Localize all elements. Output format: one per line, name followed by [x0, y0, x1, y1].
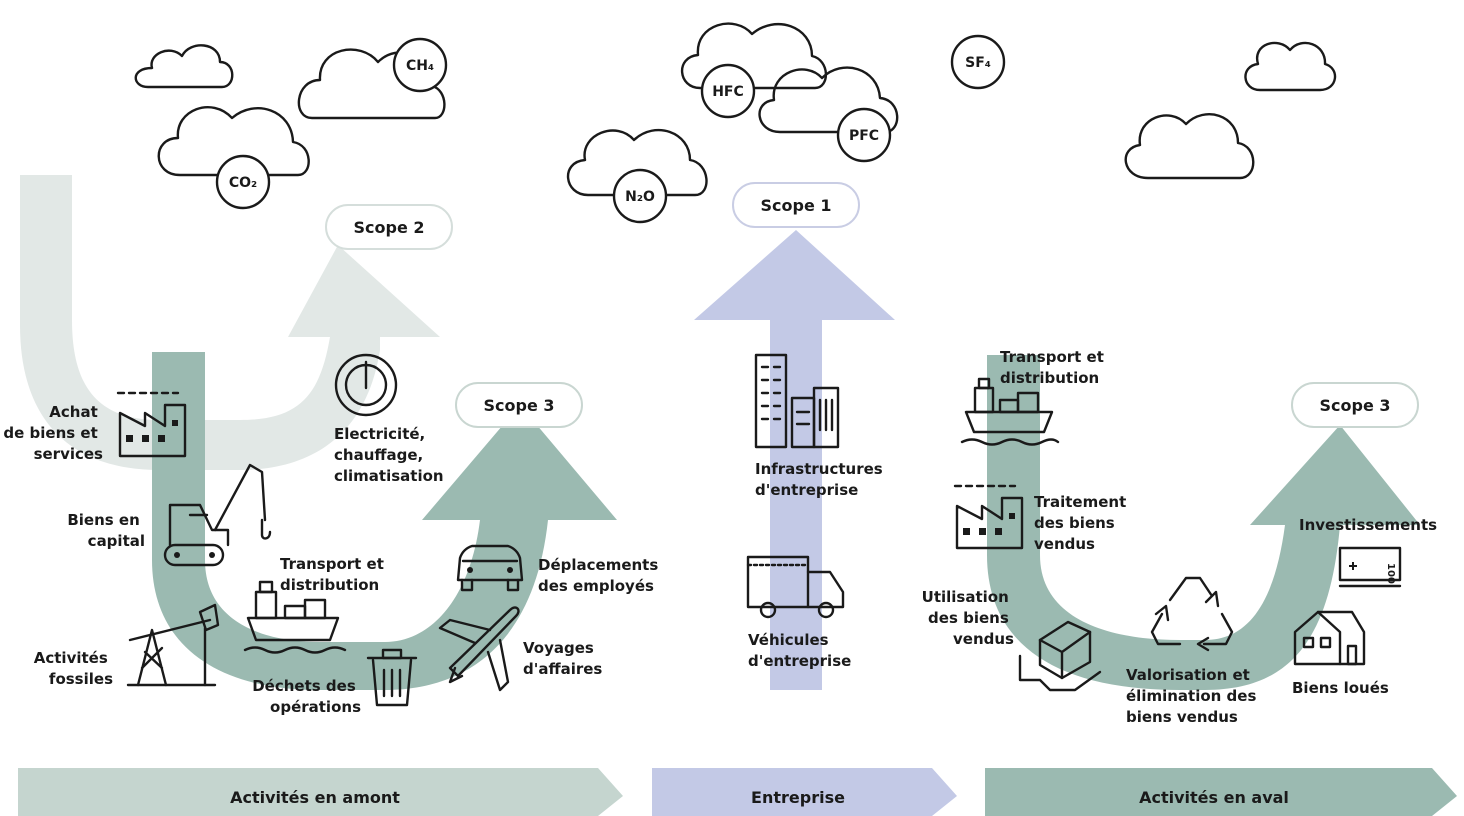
house-icon — [1293, 610, 1366, 666]
excavator-icon — [163, 463, 272, 567]
gas-ch4-bubble: CH₄ — [392, 37, 448, 93]
scope1-arrow — [694, 230, 895, 690]
label-end-of-life: Valorisation et élimination des biens ve… — [1126, 666, 1262, 726]
scope3-downstream-pill: Scope 3 — [1291, 382, 1419, 428]
ship-icon — [960, 377, 1060, 446]
label-purchases: Achat de biens et services — [3, 403, 103, 463]
gas-co2-bubble: CO₂ — [215, 154, 271, 210]
cloud-icon — [566, 129, 708, 197]
factory-icon — [953, 484, 1024, 550]
cloud-icon — [758, 66, 899, 134]
scope2-arrow — [20, 175, 440, 470]
gas-hfc-label: HFC — [712, 84, 744, 100]
gas-pfc-label: PFC — [849, 128, 879, 144]
recycle-icon — [1150, 576, 1234, 652]
gas-ch4-label: CH₄ — [406, 58, 434, 74]
label-leased: Biens loués — [1292, 679, 1389, 697]
gas-sf4-label: SF₄ — [965, 55, 991, 71]
scope1-label: Scope 1 — [760, 196, 831, 215]
cloud-icon — [297, 48, 446, 120]
label-energy: Electricité, chauffage, climatisation — [334, 425, 444, 485]
buildings-icon — [754, 353, 840, 449]
gas-n2o-bubble: N₂O — [612, 168, 668, 224]
label-processing: Traitement des biens vendus — [1034, 493, 1131, 553]
cloud-icon — [680, 22, 828, 90]
box-in-hand-icon — [1018, 620, 1102, 692]
scope3-upstream-label: Scope 3 — [483, 396, 554, 415]
scope3-downstream-label: Scope 3 — [1319, 396, 1390, 415]
band-downstream-label: Activités en aval — [1139, 788, 1289, 807]
gas-co2-label: CO₂ — [229, 175, 257, 191]
money-icon: 100 — [1338, 546, 1402, 588]
band-company-label: Entreprise — [751, 788, 845, 807]
label-business-travel: Voyages d'affaires — [523, 639, 602, 678]
label-waste: Déchets des opérations — [252, 677, 361, 716]
band-company: Entreprise — [652, 768, 957, 816]
gas-hfc-bubble: HFC — [700, 63, 756, 119]
label-use: Utilisation des biens vendus — [922, 588, 1014, 648]
scope3-upstream-arrow — [152, 352, 617, 690]
oil-pump-icon — [126, 603, 220, 687]
scope2-label: Scope 2 — [353, 218, 424, 237]
label-infrastructure: Infrastructures d'entreprise — [755, 460, 888, 499]
gas-n2o-label: N₂O — [625, 189, 655, 205]
label-investments: Investissements — [1299, 516, 1437, 534]
factory-icon — [116, 391, 187, 458]
band-upstream-label: Activités en amont — [230, 788, 400, 807]
scope2-pill: Scope 2 — [325, 204, 453, 250]
gas-pfc-bubble: PFC — [836, 107, 892, 163]
label-fossil: Activités fossiles — [34, 649, 113, 688]
label-downstream-transport: Transport et distribution — [1000, 348, 1109, 387]
label-vehicles: Véhicules d'entreprise — [748, 631, 851, 670]
band-downstream: Activités en aval — [985, 768, 1457, 816]
svg-text:100: 100 — [1385, 563, 1396, 584]
cloud-icon — [1244, 41, 1337, 92]
truck-icon — [746, 555, 845, 619]
cloud-icon — [1124, 113, 1255, 180]
band-upstream: Activités en amont — [18, 768, 623, 816]
scope3-downstream-arrow — [987, 355, 1420, 690]
trash-bin-icon — [366, 648, 418, 707]
cloud-icon — [157, 106, 310, 177]
scope1-pill: Scope 1 — [732, 182, 860, 228]
car-icon — [456, 544, 524, 592]
cloud-icon — [134, 44, 234, 89]
ship-icon — [243, 580, 347, 654]
power-icon — [334, 353, 398, 417]
label-upstream-transport: Transport et distribution — [280, 555, 389, 594]
scope3-upstream-pill: Scope 3 — [455, 382, 583, 428]
label-commuting: Déplacements des employés — [538, 556, 664, 595]
gas-sf4-bubble: SF₄ — [950, 34, 1006, 90]
airplane-icon — [438, 606, 520, 692]
label-capital-goods: Biens en capital — [67, 511, 145, 550]
